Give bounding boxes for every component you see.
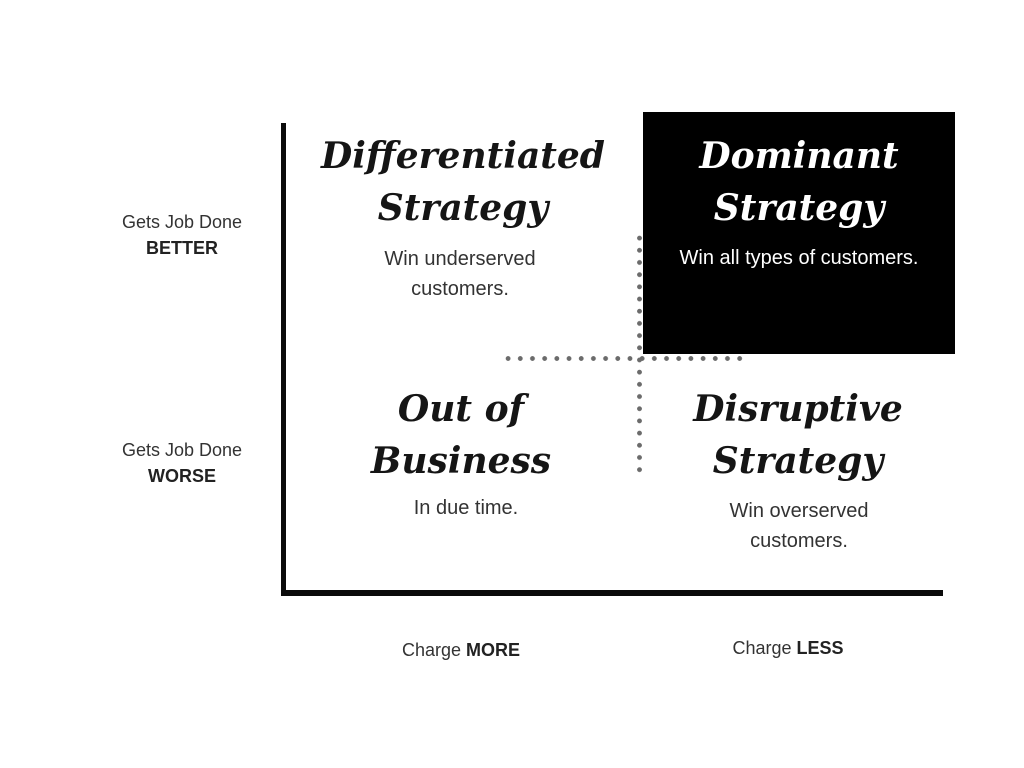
y-axis-label-worse-line1: Gets Job Done (121, 440, 243, 460)
quadrant-title-line: Strategy (712, 440, 884, 482)
y-axis-label-better-line1: Gets Job Done (121, 212, 243, 232)
x-axis-line (281, 590, 943, 596)
x-axis-label-emphasis: MORE (466, 640, 521, 660)
quadrant-body-dominant-strategy: Win all types of customers. (679, 247, 919, 269)
dotted-divider-horizontal (502, 355, 747, 362)
dotted-divider-vertical (636, 232, 643, 479)
x-axis-label-charge-less: Charge LESS (678, 637, 898, 659)
quadrant-title-line: Out of (397, 388, 525, 430)
x-axis-label-prefix: Charge (401, 640, 462, 660)
quadrant-title-line: Differentiated (321, 135, 605, 177)
y-axis-label-worse: Gets Job Done WORSE (82, 437, 282, 489)
quadrant-title-differentiated-strategy: Differentiated Strategy (296, 130, 630, 234)
y-axis-label-better-line2: BETTER (146, 238, 218, 258)
x-axis-label-prefix: Charge (732, 638, 792, 658)
y-axis-line (281, 123, 286, 596)
y-axis-label-worse-line2: WORSE (147, 466, 216, 486)
quadrant-title-line: Dominant (699, 135, 899, 177)
x-axis-label-charge-more: Charge MORE (351, 639, 571, 661)
quadrant-title-line: Business (370, 440, 552, 482)
quadrant-title-out-of-business: Out of Business (294, 383, 628, 487)
dominant-strategy-highlight-box (643, 112, 955, 354)
quadrant-title-line: Disruptive (693, 388, 903, 430)
y-axis-label-better: Gets Job Done BETTER (82, 209, 282, 261)
quadrant-title-line: Strategy (377, 187, 549, 229)
quadrant-title-line: Strategy (713, 187, 885, 229)
x-axis-label-emphasis: LESS (796, 638, 844, 658)
quadrant-body-differentiated-strategy: Win underserved customers. (384, 248, 536, 300)
quadrant-title-disruptive-strategy: Disruptive Strategy (631, 383, 965, 487)
quadrant-body-disruptive-strategy: Win overserved customers. (729, 500, 869, 552)
quadrant-body-out-of-business: In due time. (413, 497, 519, 519)
quadrant-title-dominant-strategy: Dominant Strategy (643, 130, 955, 234)
